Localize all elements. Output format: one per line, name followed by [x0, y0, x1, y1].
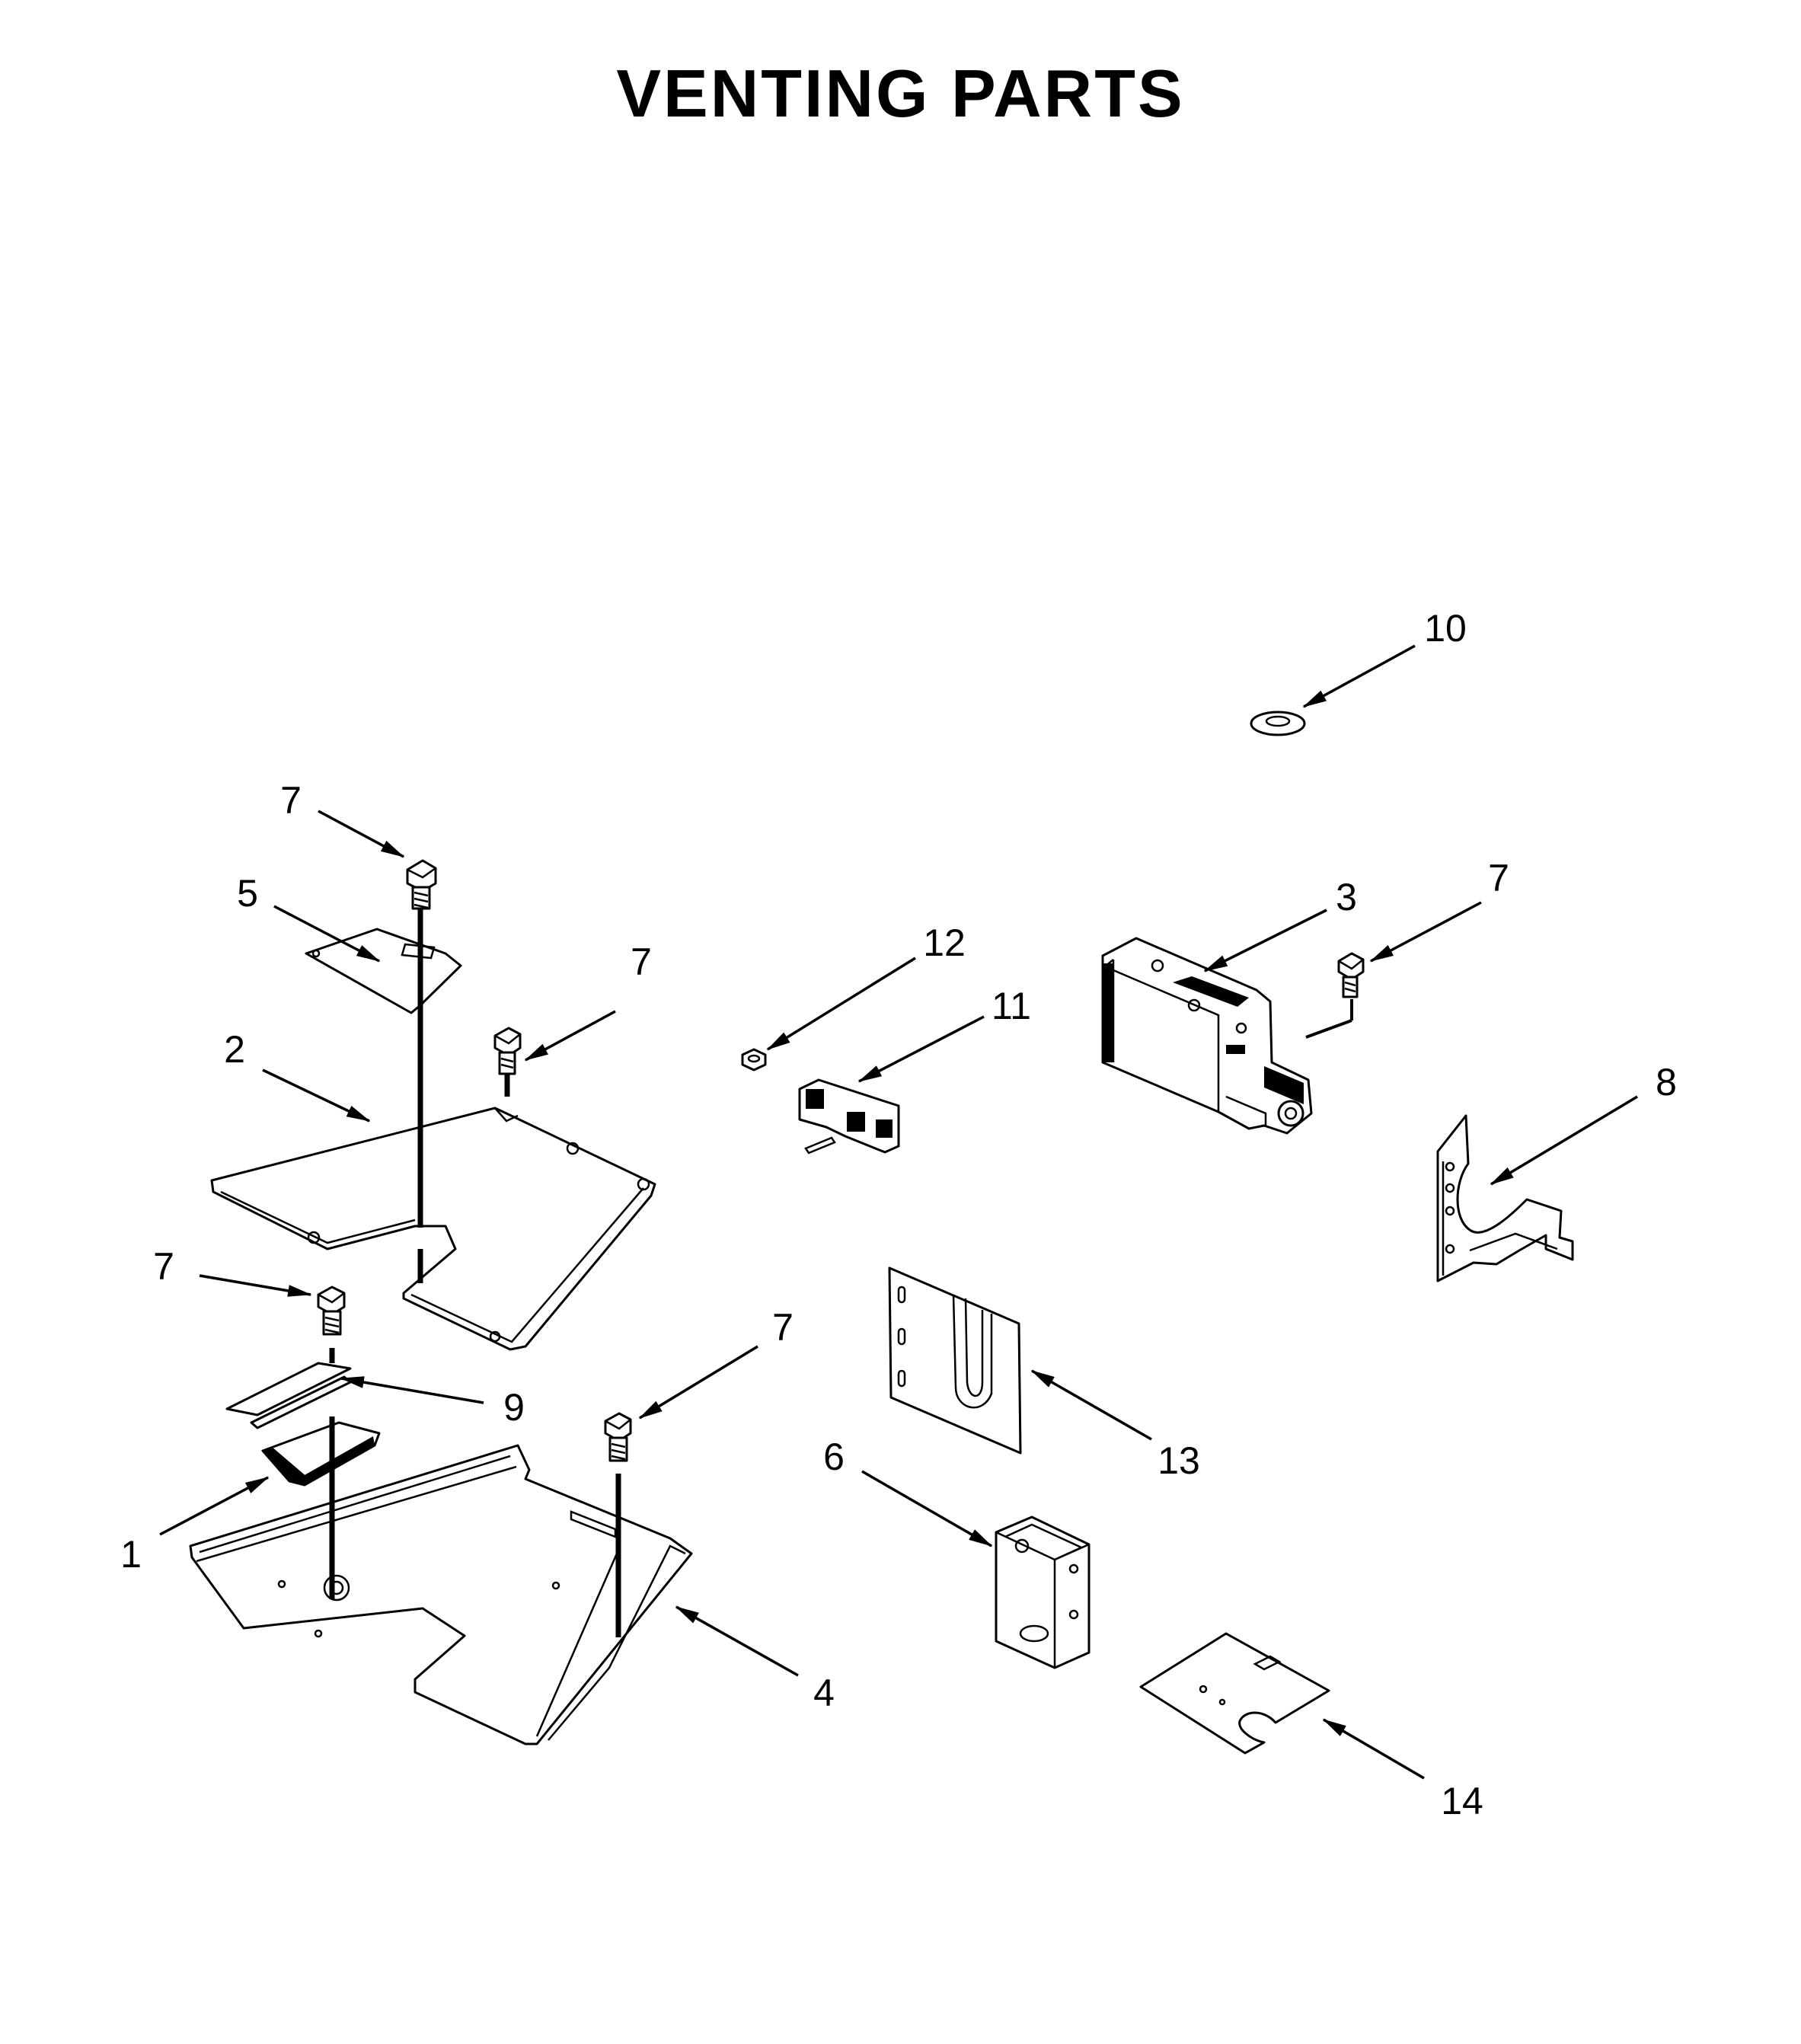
callout-5: 5 — [237, 872, 258, 915]
screw-part-7-c[interactable] — [1305, 952, 1365, 1039]
valve-assembly-part-3[interactable] — [1101, 937, 1313, 1135]
callout-9: 9 — [503, 1386, 525, 1429]
callout-13: 13 — [1158, 1439, 1200, 1482]
callout-8: 8 — [1656, 1061, 1677, 1103]
strip-part-9[interactable] — [225, 1362, 352, 1429]
callout-7: 7 — [280, 779, 302, 822]
page-title: VENTING PARTS — [616, 56, 1185, 131]
callout-7: 7 — [1488, 857, 1509, 899]
callout-1: 1 — [120, 1533, 142, 1576]
callout-7: 7 — [631, 941, 652, 983]
callout-labels: 10 7 5 7 2 12 11 3 7 8 7 9 7 1 13 6 4 14 — [120, 607, 1677, 1822]
nut-part-12[interactable] — [741, 1048, 767, 1072]
screw-part-7-a[interactable] — [406, 859, 437, 1283]
washer-part[interactable] — [1250, 711, 1306, 736]
bracket-part-8[interactable] — [1436, 1114, 1574, 1282]
callout-12: 12 — [923, 921, 966, 964]
base-panel-part-4[interactable] — [189, 1444, 693, 1745]
callout-3: 3 — [1336, 876, 1357, 918]
screw-part-7-b[interactable] — [493, 1027, 522, 1097]
terminal-block-part-11[interactable] — [798, 1078, 900, 1155]
vent-duct-part-1[interactable] — [261, 1421, 381, 1487]
junction-box-part-6[interactable] — [995, 1515, 1090, 1669]
callout-14: 14 — [1441, 1780, 1483, 1822]
callout-11: 11 — [992, 985, 1031, 1027]
shield-part-13[interactable] — [888, 1266, 1022, 1455]
plate-part-5[interactable] — [305, 928, 462, 1014]
callout-6: 6 — [823, 1436, 845, 1478]
callout-2: 2 — [224, 1028, 245, 1071]
callout-10: 10 — [1424, 607, 1467, 650]
plate-part-14[interactable] — [1139, 1632, 1330, 1755]
callout-4: 4 — [813, 1672, 835, 1714]
callout-7: 7 — [772, 1306, 794, 1349]
screw-part-7-e[interactable] — [604, 1412, 632, 1637]
panel-part-2[interactable] — [210, 1107, 656, 1351]
callout-7: 7 — [153, 1245, 174, 1288]
screw-part-7-d[interactable] — [317, 1285, 346, 1599]
leader-arrows — [159, 644, 1638, 1780]
